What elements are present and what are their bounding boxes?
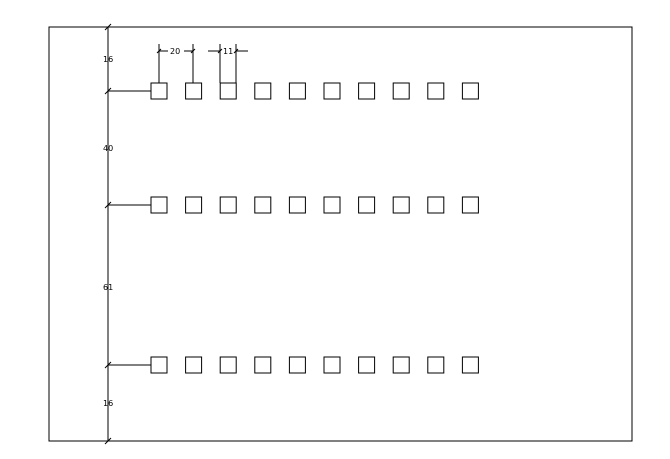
drawing-border [48, 26, 633, 442]
pad-square [254, 196, 272, 214]
tick-bottom [104, 437, 112, 445]
pad-width-label: 11 [223, 47, 233, 56]
pad-square [358, 82, 376, 100]
pad-square [185, 356, 203, 374]
pad-square [254, 356, 272, 374]
pad-square [358, 356, 376, 374]
pad-square [358, 196, 376, 214]
pad-square [219, 356, 237, 374]
pad-square [392, 356, 410, 374]
pad-square [427, 356, 445, 374]
pad-square [185, 82, 203, 100]
dim-label-bottom-margin: 16 [103, 399, 113, 408]
pad-square [427, 196, 445, 214]
pitch-label: 20 [170, 47, 180, 56]
tick-top [104, 23, 112, 31]
pad-square [254, 82, 272, 100]
pitch-tick-left [156, 48, 162, 54]
pad-square [461, 356, 479, 374]
pad-square [150, 196, 168, 214]
dim-label-top-margin: 16 [103, 55, 113, 64]
width-tick-right [233, 48, 239, 54]
pad-square [461, 196, 479, 214]
pad-square [392, 196, 410, 214]
pad-square [427, 82, 445, 100]
pad-square [392, 82, 410, 100]
pad-square [323, 356, 341, 374]
pad-width-dimension: 11 [208, 44, 248, 83]
pad-square [288, 82, 306, 100]
pitch-tick-right [190, 48, 196, 54]
pad-square [150, 356, 168, 374]
pad-square [219, 196, 237, 214]
pad-square [323, 82, 341, 100]
pad-rows [150, 82, 479, 374]
pad-square [185, 196, 203, 214]
pad-square [288, 356, 306, 374]
pitch-dimension: 20 [156, 44, 196, 83]
pad-square [461, 82, 479, 100]
dim-label-row-gap-1: 40 [103, 144, 113, 153]
pad-square [219, 82, 237, 100]
dim-label-row-gap-2: 61 [103, 283, 113, 292]
pad-square [288, 196, 306, 214]
pad-square [323, 196, 341, 214]
width-tick-left [217, 48, 223, 54]
pad-square [150, 82, 168, 100]
